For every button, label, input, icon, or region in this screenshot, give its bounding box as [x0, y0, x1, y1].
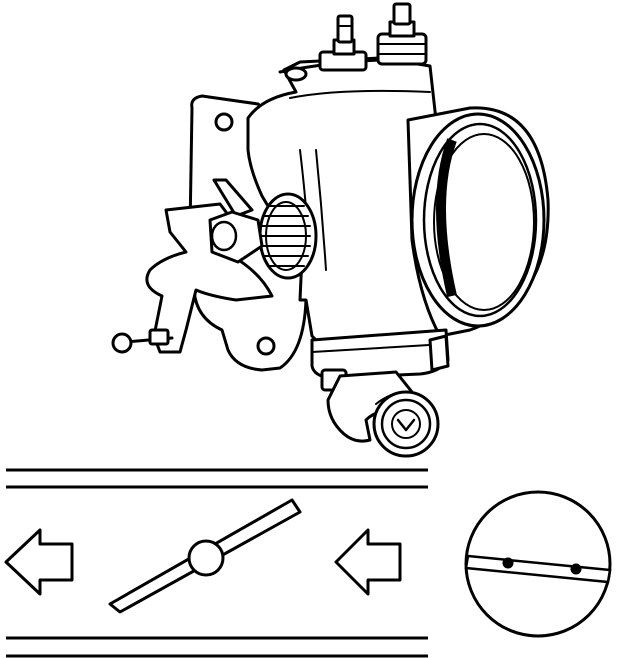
throttle-body-assembly — [111, 2, 550, 458]
fitting-right-nut — [376, 32, 428, 66]
linkage-ball — [111, 332, 133, 354]
throttle-disc-spindle-band — [464, 554, 612, 584]
flange-bolt-hole-lower — [256, 336, 276, 356]
flange-bolt-hole-upper — [214, 112, 234, 132]
airflow-arrow-inlet — [334, 528, 402, 596]
throttle-plate-airflow-diagram — [4, 468, 428, 658]
top-port-hole — [284, 66, 308, 82]
disc-screw-left — [502, 557, 514, 569]
side-pipe-stub — [428, 334, 450, 372]
throttle-spindle-hub — [187, 539, 225, 577]
disc-screw-right — [570, 563, 582, 575]
bore-mouth-inner — [433, 133, 535, 311]
fitting-left-stud — [336, 14, 354, 44]
airflow-arrow-outlet — [4, 528, 74, 596]
throttle-disc-front-view — [464, 490, 612, 638]
fitting-right-stud — [392, 2, 412, 26]
